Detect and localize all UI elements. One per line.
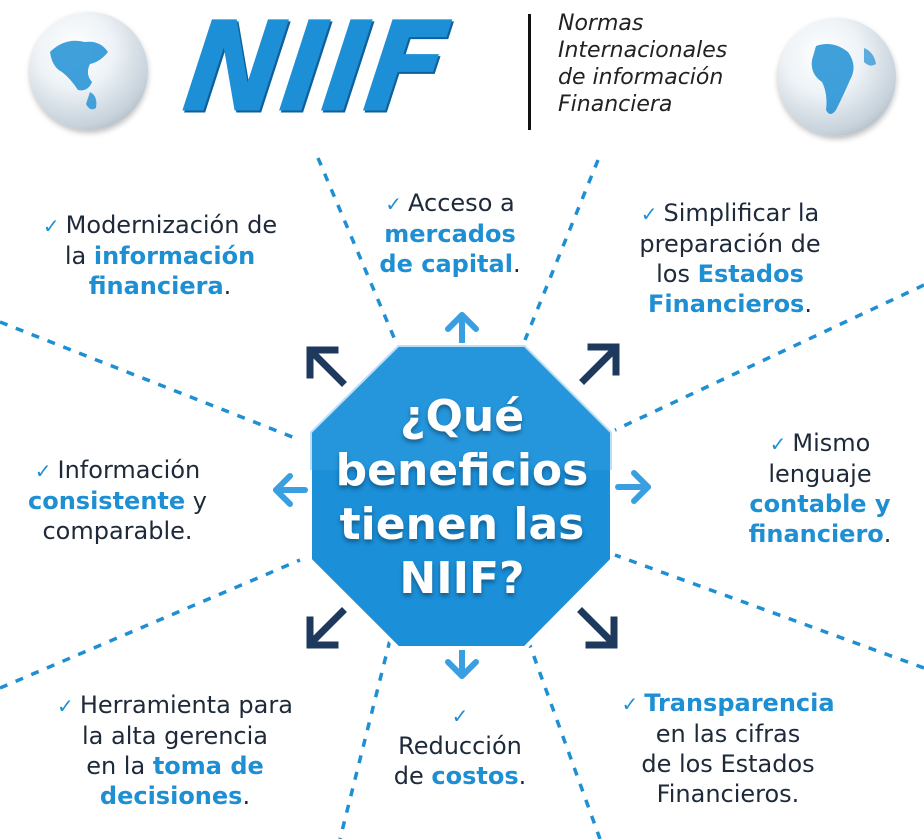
check-icon: ✓ xyxy=(451,704,469,728)
ray-left-lower xyxy=(0,558,301,690)
check-icon: ✓ xyxy=(42,214,60,238)
subtitle-line-1: Normas xyxy=(558,11,644,36)
arrow-up-left xyxy=(306,346,347,387)
arrow-right xyxy=(615,470,651,504)
benefit-simplificar: ✓Simplificar la preparación de los Estad… xyxy=(639,199,821,318)
arrow-down-right xyxy=(577,607,618,649)
arrow-down-left xyxy=(306,607,347,649)
benefit-transparencia: ✓Transparencia en las cifras de los Esta… xyxy=(621,689,835,808)
arrow-down xyxy=(445,645,479,679)
subtitle-line-2: Internacionales xyxy=(558,38,728,63)
center-title-line-4: NIIF? xyxy=(399,553,525,604)
ray-right-lower xyxy=(614,553,924,670)
benefit-reduccion: ✓ Reducción de costos. xyxy=(393,704,527,790)
center-title: ¿Qué beneficios tienen las NIIF? xyxy=(322,390,602,606)
globe-right xyxy=(778,18,896,136)
check-icon: ✓ xyxy=(769,432,787,456)
subtitle-line-3: de información xyxy=(558,65,724,90)
subtitle-line-4: Financiera xyxy=(558,92,673,117)
arrow-left xyxy=(273,473,308,507)
benefit-acceso: ✓Acceso a mercados de capital. xyxy=(379,189,521,278)
center-title-line-2: beneficios xyxy=(335,445,589,496)
arrow-up-right xyxy=(579,343,620,385)
ray-bottom-left xyxy=(338,639,392,839)
center-octagon xyxy=(308,343,614,650)
check-icon: ✓ xyxy=(34,459,52,483)
center-title-line-3: tienen las xyxy=(339,499,585,550)
globe-left xyxy=(30,12,148,130)
ray-bottom-right xyxy=(526,639,602,839)
benefit-mismo-lenguaje: ✓Mismo lenguaje contable y financiero. xyxy=(748,429,892,548)
check-icon: ✓ xyxy=(640,202,658,226)
arrow-up xyxy=(445,312,479,348)
check-icon: ✓ xyxy=(621,692,639,716)
niif-logo: NIIF xyxy=(175,0,456,141)
ray-right-upper xyxy=(614,283,924,432)
check-icon: ✓ xyxy=(385,192,403,216)
benefit-herramienta: ✓Herramienta para la alta gerencia en la… xyxy=(57,691,293,810)
logo-divider xyxy=(528,14,531,130)
logo-subtitle: Normas Internacionales de información Fi… xyxy=(558,10,727,118)
benefit-modernizacion: ✓Modernización de la información financi… xyxy=(42,211,278,300)
benefit-informacion: ✓Información consistente y comparable. xyxy=(27,456,208,545)
check-icon: ✓ xyxy=(57,694,74,718)
ray-left-upper xyxy=(0,320,301,442)
center-title-line-1: ¿Qué xyxy=(399,391,525,442)
